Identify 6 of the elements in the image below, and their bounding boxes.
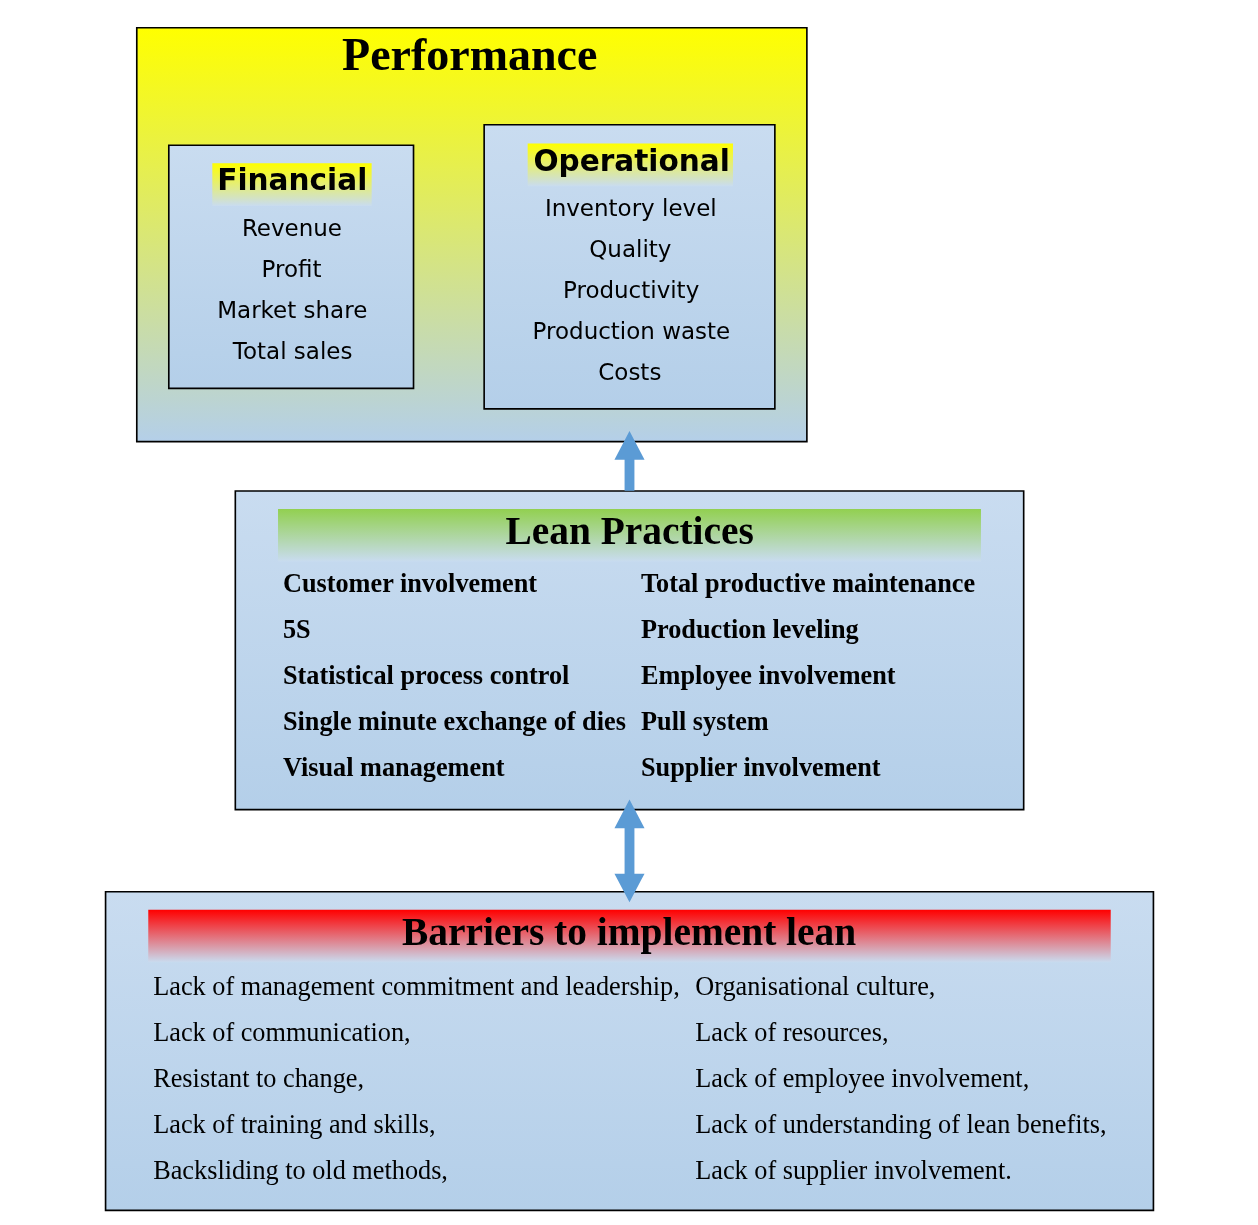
node-box: Barriers to implement lean Lack of management commitment and leadership, Organisational culture, Lack of communication, Lack of resources, Resistant to change, Lack of employee involvement, Lack of training and skills, Lack of understanding of lean benefits, Backsliding to old methods, Lack of supplier involvement. (104, 890, 1154, 1212)
arrow (613, 799, 645, 903)
node-box: Operational Inventory level Quality Productivity Production waste Costs (482, 123, 776, 410)
node-box: Lean Practices Customer involvement Total productive maintenance 5S Production leveling Statistical process control Employee involvement Single minute exchange of dies Pull system Visual management Supplier involvement (234, 490, 1024, 811)
node-box: Financial Revenue Profit Market share Total sales (167, 144, 414, 390)
arrow (613, 431, 645, 491)
